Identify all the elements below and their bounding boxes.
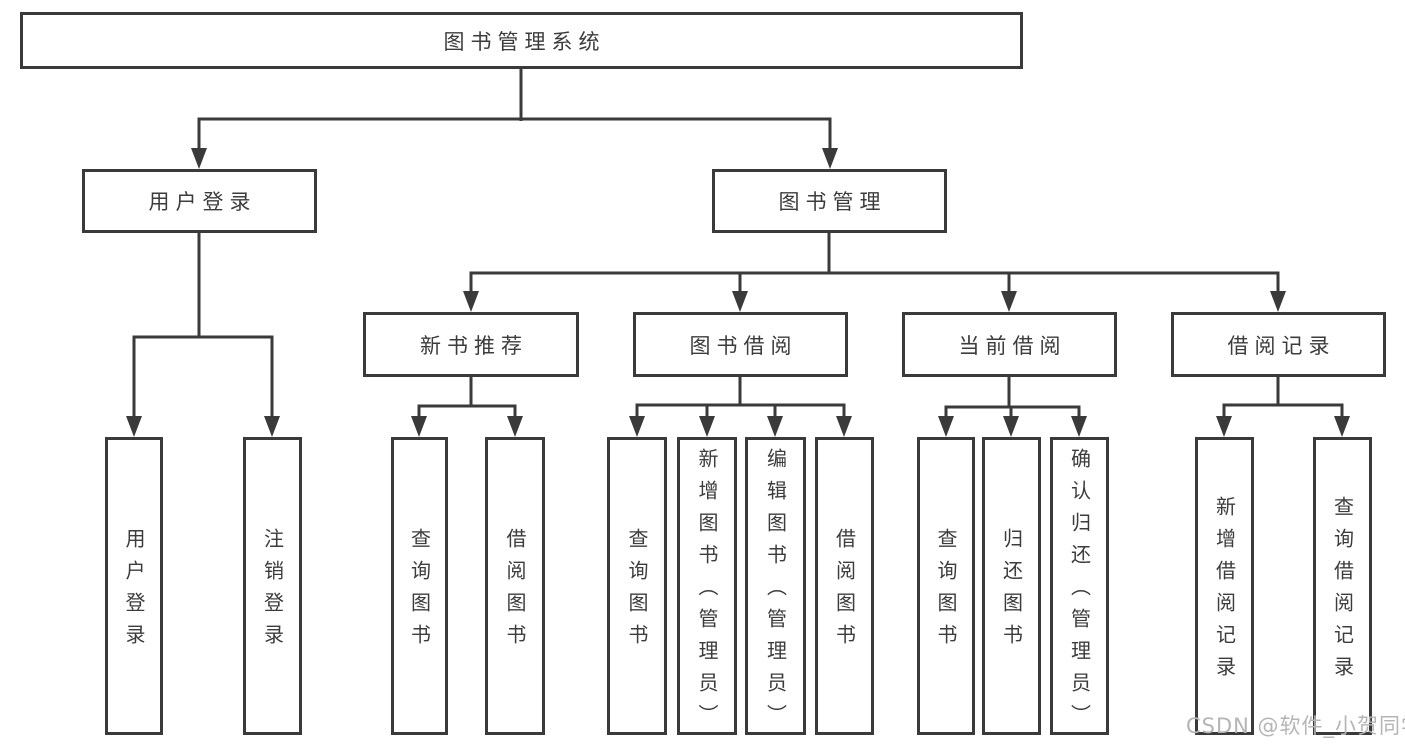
node-label: 用户登录 bbox=[122, 528, 146, 656]
leaf-query-books-bb: 查询图书 bbox=[607, 437, 667, 735]
node-label: 用户登录 bbox=[148, 190, 257, 214]
node-label: 新增图书（管理员） bbox=[695, 448, 719, 736]
node-label: 注销登录 bbox=[260, 528, 285, 656]
node-user-login: 用户登录 bbox=[82, 169, 317, 233]
node-book-borrowing: 图书借阅 bbox=[633, 312, 848, 377]
edge-new-rec-to-leaves bbox=[417, 377, 517, 420]
leaf-logout: 注销登录 bbox=[243, 437, 302, 735]
node-label: 归还图书 bbox=[999, 528, 1024, 656]
node-label: 编辑图书（管理员） bbox=[763, 448, 788, 736]
edge-book-borrow-to-leaves bbox=[635, 377, 846, 420]
leaf-query-borrow-record: 查询借阅记录 bbox=[1313, 437, 1372, 735]
node-book-management: 图书管理 bbox=[712, 169, 947, 233]
leaf-user-login: 用户登录 bbox=[105, 437, 163, 735]
leaf-query-books-cb: 查询图书 bbox=[917, 437, 975, 735]
node-label: 借阅图书 bbox=[832, 528, 857, 656]
node-label: 借阅记录 bbox=[1227, 333, 1336, 358]
node-label: 查询图书 bbox=[625, 528, 649, 656]
edge-user-login-to-leaves bbox=[132, 233, 274, 420]
node-label: 新书推荐 bbox=[420, 333, 528, 358]
leaf-return-books: 归还图书 bbox=[982, 437, 1041, 735]
node-borrow-records: 借阅记录 bbox=[1171, 312, 1386, 377]
leaf-edit-book-admin: 编辑图书（管理员） bbox=[745, 437, 806, 736]
leaf-borrow-books-rec: 借阅图书 bbox=[485, 437, 545, 735]
arrowheads bbox=[126, 148, 1350, 437]
leaf-confirm-return-admin: 确认归还（管理员） bbox=[1050, 437, 1109, 736]
node-current-borrowing: 当前借阅 bbox=[902, 312, 1117, 377]
leaf-add-borrow-record: 新增借阅记录 bbox=[1195, 437, 1254, 735]
edge-records-to-leaves bbox=[1222, 377, 1344, 420]
leaf-query-books-rec: 查询图书 bbox=[391, 437, 448, 735]
node-label: 新增借阅记录 bbox=[1212, 496, 1237, 688]
leaf-add-book-admin: 新增图书（管理员） bbox=[677, 437, 737, 736]
node-label: 图书管理系统 bbox=[443, 29, 606, 54]
node-label: 查询图书 bbox=[407, 528, 432, 656]
edge-book-mgmt-to-level3 bbox=[469, 233, 1280, 295]
csdn-watermark: CSDN @软件_小贺同学 bbox=[1186, 714, 1405, 738]
leaf-borrow-books-bb: 借阅图书 bbox=[815, 437, 874, 735]
node-label: 借阅图书 bbox=[503, 528, 527, 656]
node-label: 当前借阅 bbox=[958, 333, 1067, 358]
edge-current-borrow-to-leaves bbox=[944, 377, 1081, 420]
node-root: 图书管理系统 bbox=[20, 12, 1023, 69]
node-label: 图书管理 bbox=[778, 190, 887, 214]
node-new-book-recommend: 新书推荐 bbox=[363, 312, 579, 377]
node-label: 图书借阅 bbox=[689, 333, 798, 358]
edge-root-to-level2 bbox=[197, 68, 832, 152]
node-label: 查询借阅记录 bbox=[1330, 496, 1355, 688]
node-label: 查询图书 bbox=[934, 528, 958, 656]
node-label: 确认归还（管理员） bbox=[1067, 448, 1092, 736]
